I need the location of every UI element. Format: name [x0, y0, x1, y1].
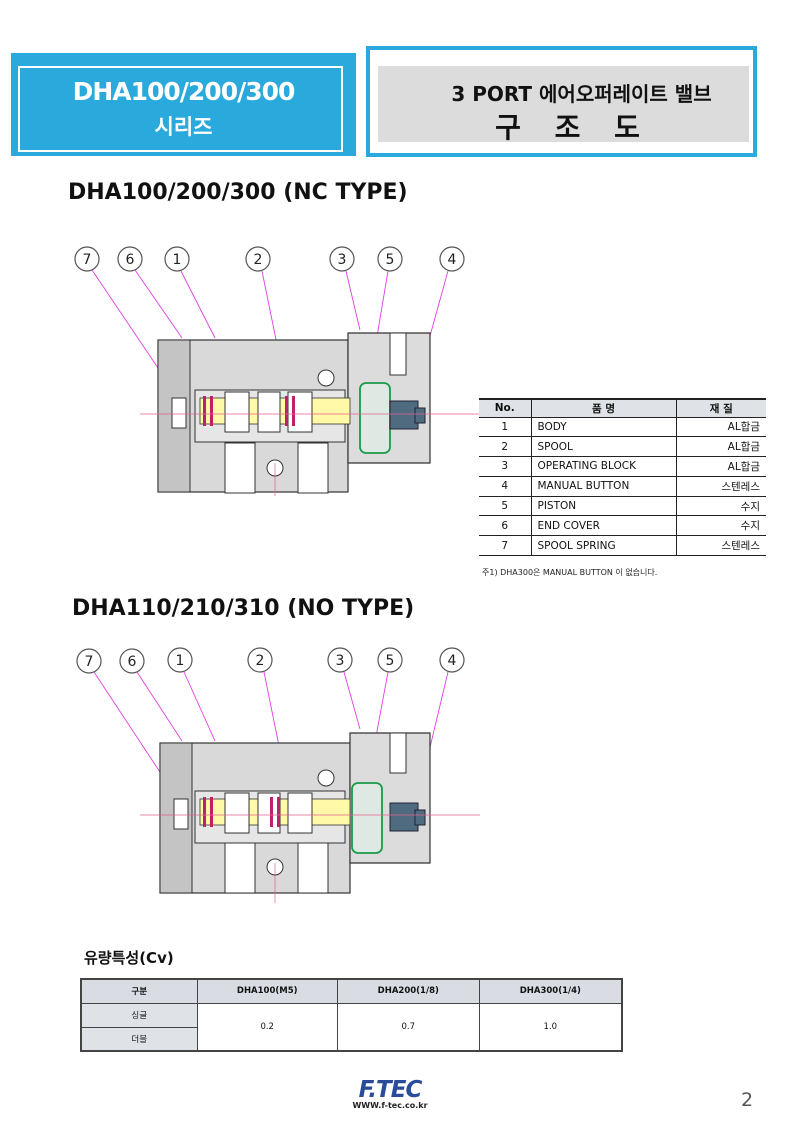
callout-1: 1	[173, 252, 182, 268]
callout-4-circle	[439, 647, 465, 673]
table-row: 4 MANUAL BUTTON 스텐레스	[479, 476, 766, 497]
flow-header-row: 구분 DHA100(M5) DHA200(1/8) DHA300(1/4)	[80, 978, 623, 1004]
part-material: 스텐레스	[676, 476, 766, 497]
series-title: DHA100/200/300	[72, 77, 296, 106]
part-name: MANUAL BUTTON	[531, 476, 677, 497]
doc-title-panel	[378, 66, 749, 142]
part-material: 수지	[676, 515, 766, 537]
flow-value-dha300: 1.0	[478, 1002, 623, 1052]
flow-row-single: 싱글	[80, 1002, 198, 1028]
parts-header-no: No.	[479, 398, 532, 418]
table-row: 1 BODY AL합금	[479, 417, 766, 438]
doc-title: 3 PORT 에어오퍼레이트 밸브	[451, 82, 712, 106]
part-no: 4	[479, 476, 532, 497]
parts-note: 주1) DHA300은 MANUAL BUTTON 이 없습니다.	[482, 568, 658, 577]
callout-5-circle	[377, 246, 403, 272]
series-subtitle: 시리즈	[154, 115, 213, 139]
table-row: 싱글 0.2 0.7 1.0	[80, 1002, 623, 1052]
ftec-logo: F.TEC WWW.f-tec.co.kr	[340, 1077, 440, 1110]
callout-4-circle	[439, 246, 465, 272]
callout-2-circle	[245, 246, 271, 272]
callout-3-circle	[329, 246, 355, 272]
callout-1-circle	[164, 246, 190, 272]
callout-6: 6	[126, 252, 135, 268]
page-number: 2	[741, 1089, 754, 1111]
callout-5: 5	[386, 252, 395, 268]
parts-header-name: 품 명	[531, 398, 677, 418]
part-material: 수지	[676, 496, 766, 517]
flow-table: 구분 DHA100(M5) DHA200(1/8) DHA300(1/4) 싱글…	[80, 978, 623, 1052]
parts-header-material: 재 질	[676, 398, 766, 418]
callout-2: 2	[254, 252, 263, 268]
callout-5-circle	[377, 647, 403, 673]
website-url: WWW.f-tec.co.kr	[352, 1101, 428, 1110]
callout-6-circle	[119, 648, 145, 674]
part-no: 5	[479, 496, 532, 517]
callout-7-circle	[76, 648, 102, 674]
series-banner-frame	[18, 66, 343, 152]
part-name: END COVER	[531, 515, 677, 537]
table-row: 3 OPERATING BLOCK AL합금	[479, 456, 766, 477]
no-section-title: DHA110/210/310 (NO TYPE)	[72, 596, 415, 621]
table-row: 6 END COVER 수지	[479, 515, 766, 537]
part-name: OPERATING BLOCK	[531, 456, 677, 477]
no-structure-diagram: 7 6 1 2 3 5 4	[60, 645, 480, 905]
callout-7: 7	[85, 654, 94, 670]
part-no: 7	[479, 535, 532, 557]
parts-table: No. 품 명 재 질 1 BODY AL합금 2 SPOOL AL합금 3 O…	[479, 398, 766, 557]
part-material: AL합금	[676, 436, 766, 458]
table-row: 7 SPOOL SPRING 스텐레스	[479, 535, 766, 557]
callout-4: 4	[448, 252, 457, 268]
part-material: AL합금	[676, 417, 766, 438]
part-material: AL합금	[676, 456, 766, 477]
part-name: BODY	[531, 417, 677, 438]
part-name: SPOOL	[531, 436, 677, 458]
part-no: 6	[479, 515, 532, 537]
series-banner: DHA100/200/300 시리즈	[11, 53, 356, 156]
callout-3: 3	[338, 252, 347, 268]
brand-name: F.TEC	[358, 1077, 423, 1103]
callout-3: 3	[336, 653, 345, 669]
no-diagram-svg: 7 6 1 2 3 5 4	[76, 647, 480, 903]
part-name: PISTON	[531, 496, 677, 517]
flow-row-double: 더블	[80, 1026, 198, 1052]
callout-1: 1	[176, 653, 185, 669]
flow-header-dha200: DHA200(1/8)	[336, 978, 480, 1004]
doc-subtitle: 구 조 도	[495, 111, 652, 144]
part-material: 스텐레스	[676, 535, 766, 557]
part-no: 3	[479, 456, 532, 477]
flow-header-dha300: DHA300(1/4)	[478, 978, 623, 1004]
part-no: 1	[479, 417, 532, 438]
callout-2: 2	[256, 653, 265, 669]
part-no: 2	[479, 436, 532, 458]
doc-title-banner: 3 PORT 에어오퍼레이트 밸브 구 조 도	[366, 46, 757, 157]
parts-header-row: No. 품 명 재 질	[479, 398, 766, 418]
part-name: SPOOL SPRING	[531, 535, 677, 557]
callout-7: 7	[83, 252, 92, 268]
flow-value-dha100: 0.2	[196, 1002, 338, 1052]
nc-section-title: DHA100/200/300 (NC TYPE)	[68, 180, 408, 205]
callout-6-circle	[117, 246, 143, 272]
callout-5: 5	[386, 653, 395, 669]
table-row: 5 PISTON 수지	[479, 496, 766, 517]
table-row: 2 SPOOL AL합금	[479, 436, 766, 458]
callout-3-circle	[327, 647, 353, 673]
flow-header-category: 구분	[80, 978, 198, 1004]
callout-6: 6	[128, 654, 137, 670]
callout-2-circle	[247, 647, 273, 673]
nc-diagram-svg: 7 6 1 2 3 5 4	[74, 246, 480, 496]
flow-header-dha100: DHA100(M5)	[196, 978, 338, 1004]
callout-4: 4	[448, 653, 457, 669]
flow-title: 유량특성(Cv)	[84, 949, 174, 967]
nc-structure-diagram: 7 6 1 2 3 5 4	[60, 238, 480, 498]
callout-1-circle	[167, 647, 193, 673]
table-row: 더블	[80, 1026, 622, 1052]
flow-value-dha200: 0.7	[336, 1002, 480, 1052]
callout-7-circle	[74, 246, 100, 272]
